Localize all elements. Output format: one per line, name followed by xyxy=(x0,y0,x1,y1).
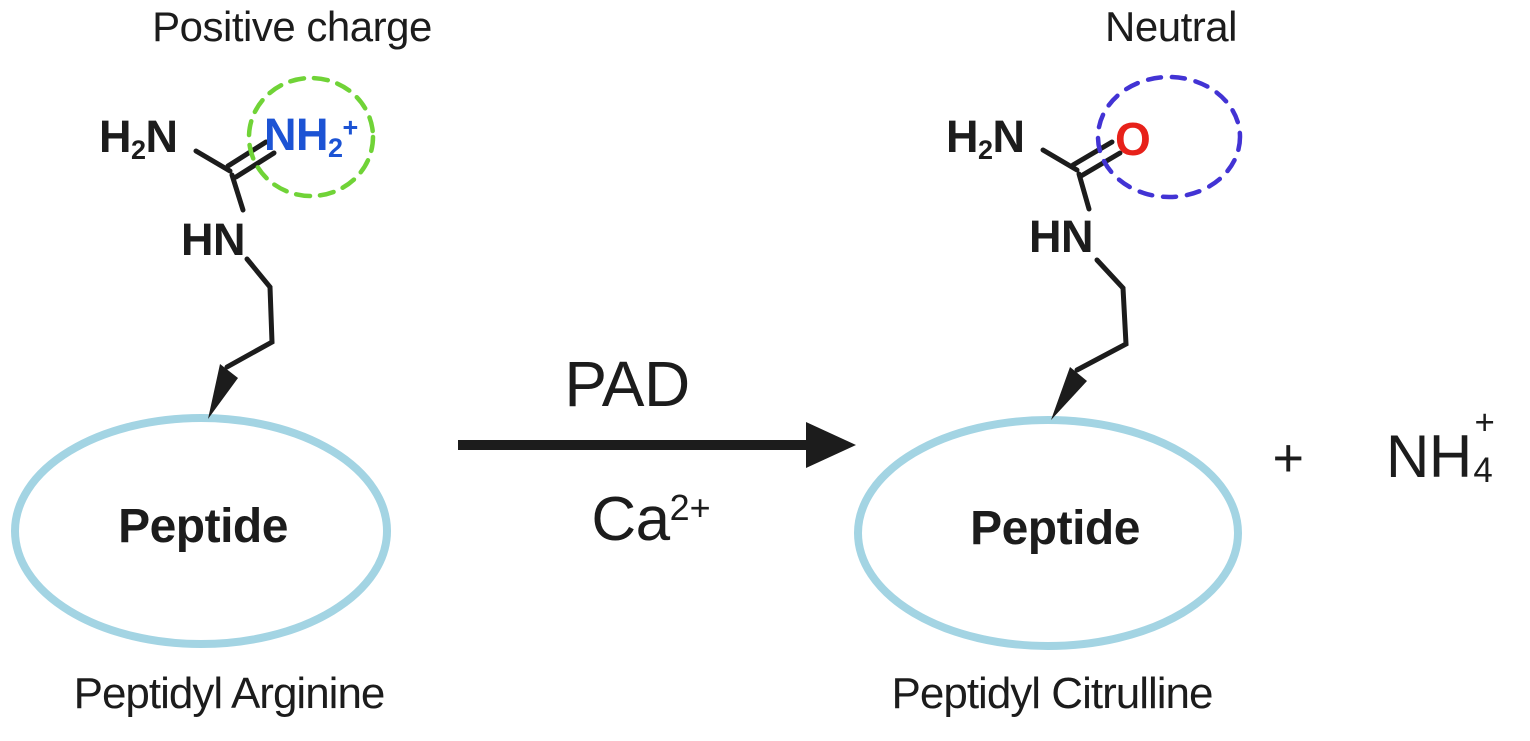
peptide-ellipse-right xyxy=(854,416,1242,650)
amine-main: H xyxy=(946,111,979,162)
cofactor-charge: 2+ xyxy=(669,487,711,529)
amine-tail: N xyxy=(145,111,179,162)
iminium-main: NH xyxy=(264,109,329,160)
bond-carbon-to-imine-left xyxy=(229,172,246,213)
ammonium-charge: + xyxy=(1474,402,1495,442)
neutral-highlight-circle xyxy=(1095,74,1243,200)
amine-sub: 2 xyxy=(978,134,993,165)
wedge-bond-left xyxy=(208,364,238,419)
positive-charge-highlight-circle xyxy=(246,75,376,199)
imine-group-right: HN xyxy=(1029,211,1094,262)
product-caption: Peptidyl Citrulline xyxy=(891,669,1214,718)
plus-operator: + xyxy=(1272,428,1304,488)
amine-sub: 2 xyxy=(131,134,146,165)
amine-group-left: H2N xyxy=(99,114,178,164)
ammonium-sub: 4 xyxy=(1473,451,1493,491)
peptide-label-right: Peptide xyxy=(970,502,1140,555)
carbonyl-oxygen: O xyxy=(1115,113,1151,165)
amine-main: H xyxy=(99,111,132,162)
peptide-ellipse-left xyxy=(11,414,391,648)
double-bond-lower-left xyxy=(233,150,277,180)
ammonium-ion: NH+4 xyxy=(1386,405,1496,488)
enzyme-label: PAD xyxy=(564,348,690,420)
citrulline-bonds xyxy=(1040,139,1129,373)
calcium-cofactor-label: Ca2+ xyxy=(591,489,710,551)
bond-amine-to-carbon-left xyxy=(193,148,233,174)
imine-group-left: HN xyxy=(181,214,246,265)
double-bond-upper-left xyxy=(225,139,269,169)
peptide-label-left: Peptide xyxy=(118,500,288,553)
reaction-arrow-head xyxy=(806,422,856,468)
arginine-bonds xyxy=(193,139,277,370)
amine-tail: N xyxy=(992,111,1026,162)
side-chain-right xyxy=(1074,257,1129,373)
reactant-caption: Peptidyl Arginine xyxy=(73,669,386,718)
reactant-title: Positive charge xyxy=(152,3,432,50)
wedge-bond-right xyxy=(1051,367,1087,420)
double-bond-lower-right xyxy=(1078,150,1123,179)
double-bond-upper-right xyxy=(1070,139,1115,168)
iminium-charge: + xyxy=(342,112,359,143)
ammonium-stack: +4 xyxy=(1472,405,1496,488)
cofactor-main: Ca xyxy=(591,485,670,554)
iminium-group: NH2+ xyxy=(264,112,358,162)
side-chain-left xyxy=(224,256,275,370)
ammonium-main: NH xyxy=(1386,423,1472,490)
amine-group-right: H2N xyxy=(946,114,1025,164)
bond-carbon-to-imine-right xyxy=(1076,171,1092,212)
iminium-sub: 2 xyxy=(328,132,343,163)
product-title: Neutral xyxy=(1105,3,1237,50)
